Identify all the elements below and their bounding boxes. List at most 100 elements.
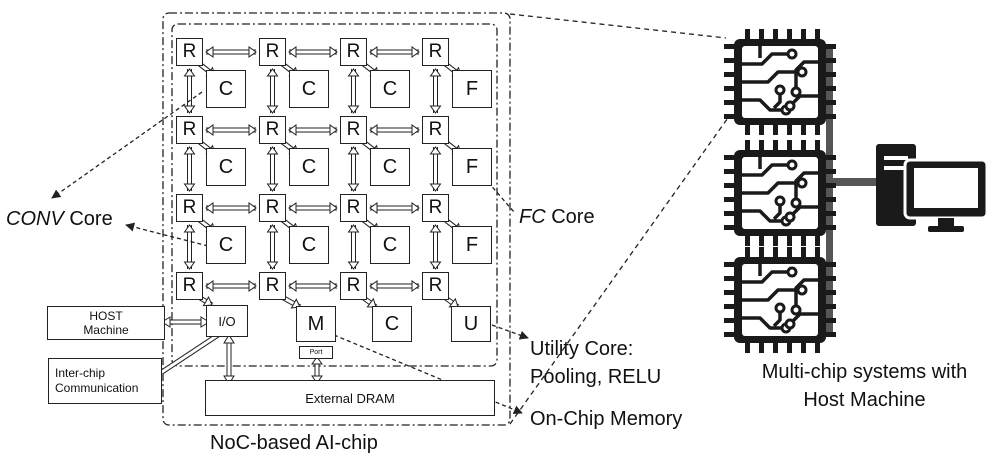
noc-horizontal-link	[288, 280, 338, 292]
noc-vertical-link	[429, 68, 442, 114]
conv-core-node-label: C	[382, 233, 398, 256]
onchip-memory-label: On-Chip Memory	[530, 408, 683, 430]
host-machine-box: HOST Machine	[47, 306, 165, 340]
router-node: R	[422, 272, 449, 300]
noc-vertical-link	[266, 68, 279, 114]
conv-core-node: C	[370, 70, 410, 108]
router-node-label: R	[346, 119, 361, 140]
utility-core-label: Utility Core: Pooling, RELU	[530, 338, 662, 388]
memory-port-label: Port	[309, 349, 323, 356]
noc-vertical-link	[347, 146, 360, 192]
conv-core-node: C	[289, 226, 329, 264]
router-node-label: R	[265, 197, 280, 218]
noc-horizontal-link	[369, 46, 420, 58]
conv-core-node-label: C	[218, 233, 234, 256]
conv-core-node: C	[289, 148, 329, 186]
chip-outer-boundary	[162, 12, 511, 426]
noc-horizontal-link	[288, 202, 338, 214]
interchip-communication-label: Inter-chip Communication	[55, 366, 139, 395]
fc-core-node-label: F	[465, 77, 479, 100]
router-node: R	[259, 38, 286, 66]
multichip-caption: Multi-chip systems with Host Machine	[761, 361, 968, 411]
noc-vertical-link	[183, 68, 196, 114]
fc-core-label: FC Core	[519, 206, 595, 228]
router-node: R	[259, 272, 286, 300]
router-node: R	[176, 116, 203, 144]
conv-core-node: C	[289, 70, 329, 108]
noc-horizontal-link	[369, 124, 420, 136]
router-node: R	[422, 194, 449, 222]
interchip-io-link	[160, 332, 220, 375]
conv-core-node: C	[370, 226, 410, 264]
conv-core-label: CONV Core	[6, 208, 113, 230]
conv-core-callout-1	[51, 91, 203, 199]
memory-box: M	[296, 306, 336, 342]
noc-vertical-link	[347, 68, 360, 114]
external-dram-label: External DRAM	[305, 390, 395, 406]
router-node-label: R	[265, 275, 280, 296]
conv-core-node-label: C	[218, 77, 234, 100]
router-node: R	[259, 194, 286, 222]
memory-label: M	[307, 312, 325, 335]
router-node-label: R	[182, 275, 197, 296]
noc-vertical-link	[347, 224, 360, 270]
noc-horizontal-link	[205, 46, 257, 58]
conv-core-callout-2	[125, 222, 209, 247]
chip-icon	[722, 245, 838, 355]
conv-core-node-label: C	[382, 155, 398, 178]
memory-port-box: Port	[299, 346, 333, 359]
conv-core-node-label: C	[301, 233, 317, 256]
router-node-label: R	[182, 197, 197, 218]
host-machine-label: HOST Machine	[83, 309, 129, 337]
router-node-label: R	[182, 119, 197, 140]
conv-core-node-extra: C	[372, 306, 412, 342]
router-node: R	[340, 272, 367, 300]
router-node: R	[422, 116, 449, 144]
noc-horizontal-link	[205, 280, 257, 292]
io-dram-link	[223, 334, 235, 385]
router-node-label: R	[428, 197, 443, 218]
router-node-label: R	[265, 41, 280, 62]
fc-core-node: F	[452, 226, 492, 264]
utility-core-callout	[491, 324, 529, 340]
noc-horizontal-link	[288, 46, 338, 58]
chip-icon	[722, 27, 838, 137]
router-node-label: R	[265, 119, 280, 140]
chip-icon	[722, 138, 838, 248]
io-box: I/O	[206, 305, 248, 337]
zoom-line-bottom	[509, 114, 731, 425]
router-node: R	[176, 272, 203, 300]
conv-core-node-label: C	[301, 77, 317, 100]
router-node-label: R	[428, 275, 443, 296]
utility-core-box: U	[451, 306, 491, 342]
router-node: R	[340, 38, 367, 66]
router-node-label: R	[346, 41, 361, 62]
host-io-link	[161, 316, 210, 328]
router-node-label: R	[428, 119, 443, 140]
fc-core-node: F	[452, 70, 492, 108]
noc-vertical-link	[266, 224, 279, 270]
noc-horizontal-link	[205, 202, 257, 214]
port-dram-link	[311, 356, 323, 384]
noc-vertical-link	[266, 146, 279, 192]
desktop-computer-icon	[876, 144, 989, 232]
io-label: I/O	[218, 313, 236, 329]
noc-vertical-link	[429, 146, 442, 192]
router-node-label: R	[182, 41, 197, 62]
noc-horizontal-link	[205, 124, 257, 136]
noc-vertical-link	[429, 224, 442, 270]
fc-core-node: F	[452, 148, 492, 186]
conv-core-node: C	[206, 70, 246, 108]
router-node: R	[176, 38, 203, 66]
router-node: R	[340, 194, 367, 222]
conv-core-node-label: C	[382, 77, 398, 100]
noc-horizontal-link	[369, 280, 420, 292]
router-node-label: R	[346, 275, 361, 296]
noc-horizontal-link	[288, 124, 338, 136]
router-node: R	[259, 116, 286, 144]
zoom-line-top	[509, 13, 727, 39]
interchip-communication-box: Inter-chip Communication	[48, 358, 162, 404]
multichip-system	[722, 27, 989, 355]
conv-core-node: C	[370, 148, 410, 186]
fc-core-node-label: F	[465, 155, 479, 178]
